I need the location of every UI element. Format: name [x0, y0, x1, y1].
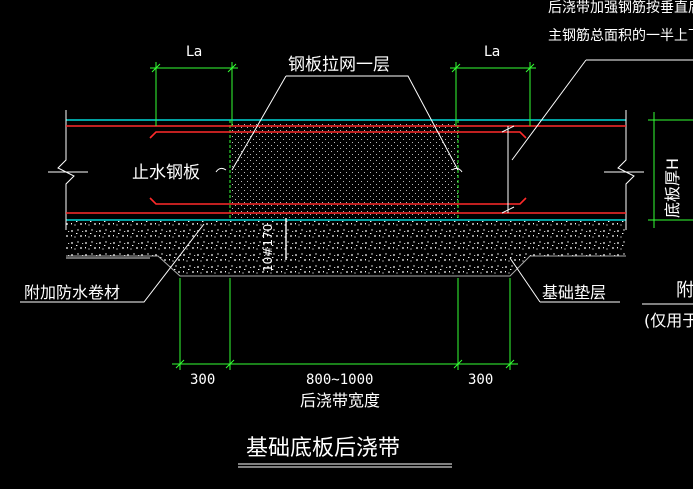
steel-mesh-label: 钢板拉网一层 — [288, 55, 390, 75]
drawing-title: 基础底板后浇带 — [246, 436, 400, 461]
right-edge-text2: (仅用于 — [644, 311, 693, 330]
right-edge-text1: 附 — [676, 280, 693, 301]
width-dimensions — [172, 278, 518, 468]
la-right-label: La — [484, 44, 500, 60]
base-layer-label: 基础垫层 — [542, 283, 606, 302]
bolt-label: 10#170 — [261, 224, 275, 272]
break-lines — [48, 110, 644, 230]
width-label: 后浇带宽度 — [300, 391, 380, 410]
dim-middle: 800~1000 — [306, 372, 373, 388]
base-layer-fill — [66, 220, 626, 277]
rebar-spacing-dim — [501, 125, 515, 214]
rebar-note-line1: 后浇带加强钢筋按垂直后 — [548, 0, 693, 16]
dim-right: 300 — [468, 372, 493, 388]
waterproof-membrane-label: 附加防水卷材 — [24, 283, 120, 302]
leader-lines — [20, 59, 693, 303]
water-stop-label: 止水钢板 — [132, 163, 200, 183]
post-pour-zone — [230, 124, 458, 218]
rebar-note-line2: 主钢筋总面积的一半上下 — [548, 27, 693, 44]
la-left-label: La — [186, 44, 202, 60]
rebars — [66, 125, 626, 214]
slab-thickness-label: 底板厚H — [663, 158, 682, 218]
thickness-dimension — [648, 112, 693, 228]
dim-left: 300 — [190, 372, 215, 388]
la-dimensions — [150, 62, 536, 126]
